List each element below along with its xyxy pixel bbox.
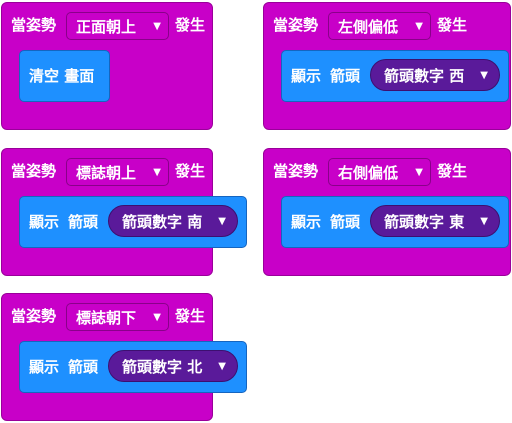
arrow-label: 箭頭: [68, 358, 99, 376]
when-gesture-label: 當姿勢: [11, 16, 57, 34]
show-label: 顯示: [291, 213, 322, 231]
when-gesture-label: 當姿勢: [11, 162, 57, 180]
show-arrow-block[interactable]: 顯示 箭頭 箭頭數字 西 ▼: [281, 50, 509, 102]
gesture-dropdown[interactable]: 標誌朝上 ▼: [66, 158, 169, 186]
arrow-direction-dropdown[interactable]: 箭頭數字 東 ▼: [370, 205, 500, 237]
arrow-direction-dropdown[interactable]: 箭頭數字 北 ▼: [108, 350, 238, 382]
show-arrow-block[interactable]: 顯示 箭頭 箭頭數字 南 ▼: [19, 196, 247, 248]
occurs-label: 發生: [437, 16, 468, 34]
when-gesture-label: 當姿勢: [273, 162, 319, 180]
gesture-value: 右側偏低: [338, 163, 399, 182]
triangle-down-icon: ▼: [480, 70, 488, 81]
triangle-down-icon: ▼: [415, 21, 423, 32]
gesture-dropdown[interactable]: 右側偏低 ▼: [328, 158, 431, 186]
arrow-direction-value: 箭頭數字 北: [122, 357, 203, 376]
gesture-dropdown[interactable]: 標誌朝下 ▼: [66, 303, 169, 331]
arrow-label: 箭頭: [68, 213, 99, 231]
show-label: 顯示: [29, 358, 60, 376]
show-label: 顯示: [29, 213, 60, 231]
arrow-direction-value: 箭頭數字 西: [384, 66, 465, 85]
triangle-down-icon: ▼: [153, 167, 161, 178]
triangle-down-icon: ▼: [153, 21, 161, 32]
triangle-down-icon: ▼: [218, 216, 226, 227]
gesture-value: 正面朝上: [76, 17, 137, 36]
gesture-event-block-logo-down[interactable]: 當姿勢 標誌朝下 ▼ 發生 顯示 箭頭 箭頭數字 北 ▼: [1, 293, 247, 421]
gesture-event-block-logo-up[interactable]: 當姿勢 標誌朝上 ▼ 發生 顯示 箭頭 箭頭數字 南 ▼: [1, 148, 247, 276]
show-arrow-block[interactable]: 顯示 箭頭 箭頭數字 北 ▼: [19, 341, 247, 393]
arrow-label: 箭頭: [330, 67, 361, 85]
arrow-direction-dropdown[interactable]: 箭頭數字 南 ▼: [108, 205, 238, 237]
gesture-dropdown[interactable]: 正面朝上 ▼: [66, 12, 169, 40]
clear-screen-block[interactable]: 清空 畫面: [19, 50, 110, 102]
arrow-direction-dropdown[interactable]: 箭頭數字 西 ▼: [370, 59, 500, 91]
when-gesture-label: 當姿勢: [273, 16, 319, 34]
triangle-down-icon: ▼: [480, 216, 488, 227]
gesture-event-block-face-up[interactable]: 當姿勢 正面朝上 ▼ 發生 清空 畫面: [1, 2, 213, 130]
occurs-label: 發生: [175, 16, 206, 34]
arrow-direction-value: 箭頭數字 南: [122, 212, 203, 231]
occurs-label: 發生: [437, 162, 468, 180]
when-gesture-label: 當姿勢: [11, 307, 57, 325]
triangle-down-icon: ▼: [415, 167, 423, 178]
gesture-event-block-tilt-right[interactable]: 當姿勢 右側偏低 ▼ 發生 顯示 箭頭 箭頭數字 東 ▼: [263, 148, 511, 276]
arrow-label: 箭頭: [330, 213, 361, 231]
arrow-direction-value: 箭頭數字 東: [384, 212, 465, 231]
occurs-label: 發生: [175, 307, 206, 325]
gesture-value: 左側偏低: [338, 17, 399, 36]
show-label: 顯示: [291, 67, 322, 85]
gesture-value: 標誌朝下: [76, 308, 137, 327]
gesture-event-block-tilt-left[interactable]: 當姿勢 左側偏低 ▼ 發生 顯示 箭頭 箭頭數字 西 ▼: [263, 2, 511, 130]
gesture-dropdown[interactable]: 左側偏低 ▼: [328, 12, 431, 40]
clear-screen-label: 清空 畫面: [29, 67, 95, 85]
occurs-label: 發生: [175, 162, 206, 180]
triangle-down-icon: ▼: [218, 361, 226, 372]
triangle-down-icon: ▼: [153, 312, 161, 323]
gesture-value: 標誌朝上: [76, 163, 137, 182]
show-arrow-block[interactable]: 顯示 箭頭 箭頭數字 東 ▼: [281, 196, 509, 248]
